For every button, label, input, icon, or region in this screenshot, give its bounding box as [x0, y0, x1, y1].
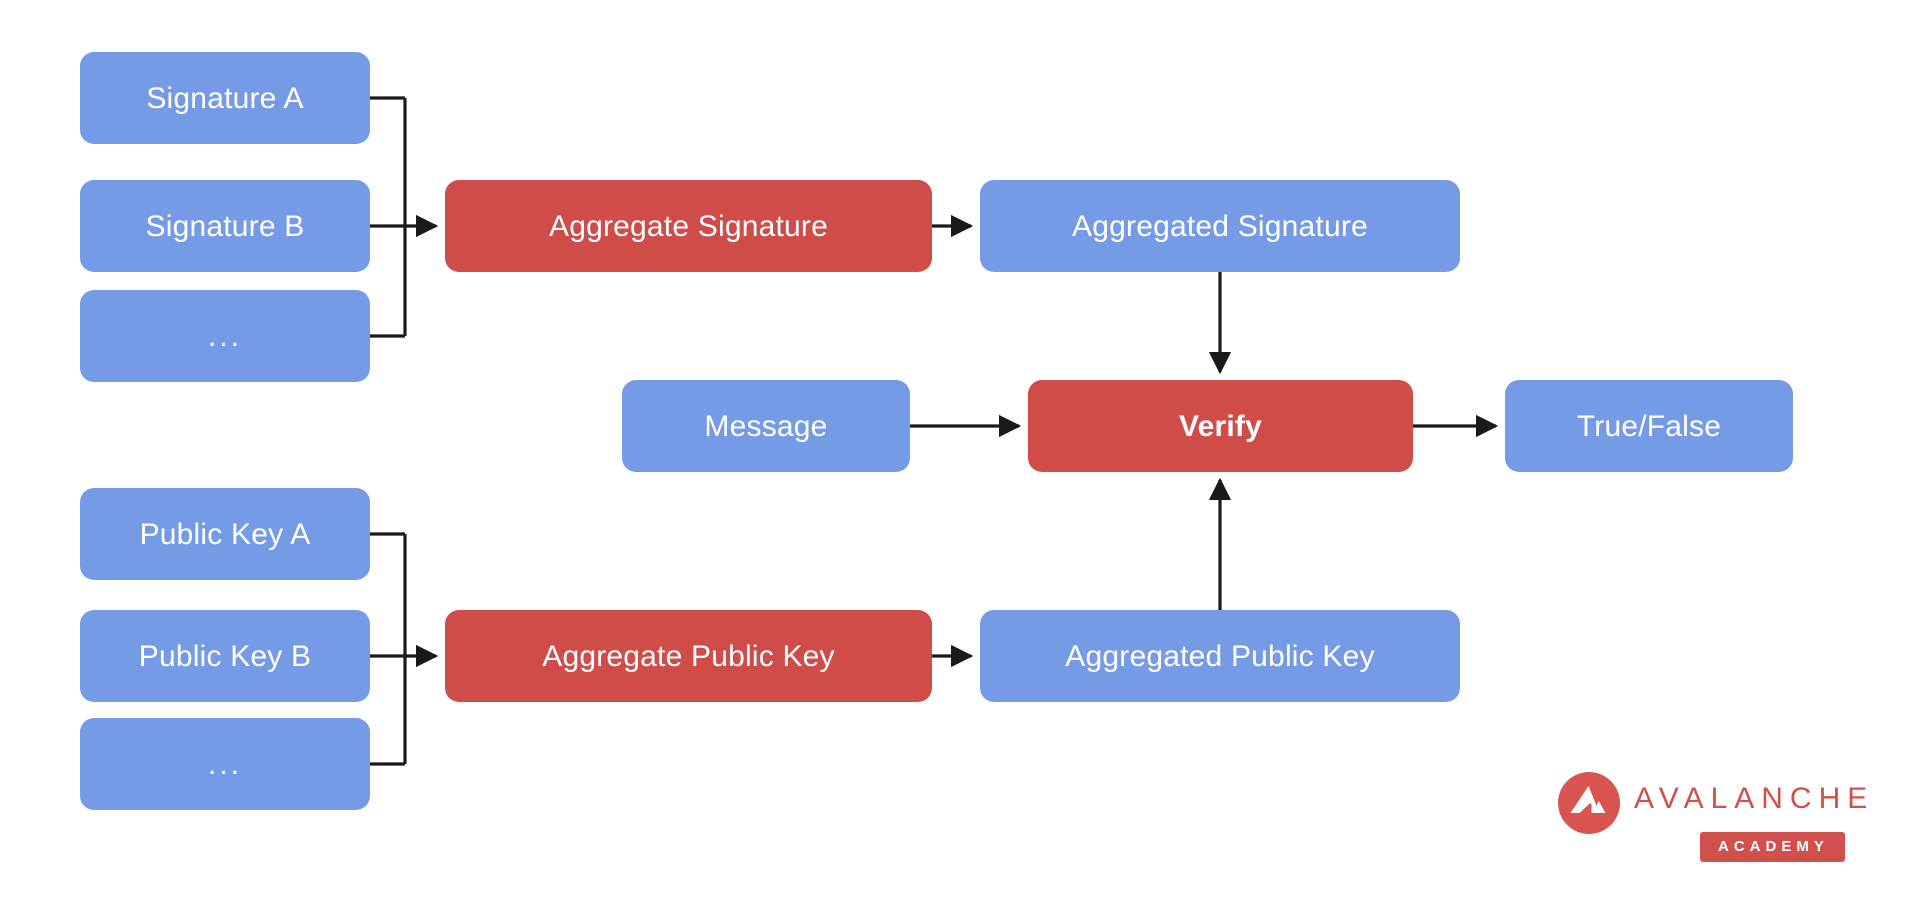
node-label: Public Key A [139, 517, 311, 551]
logo-wordmark: AVALANCHE [1634, 782, 1875, 815]
node-label: Aggregate Public Key [542, 639, 835, 673]
node-true-false[interactable]: True/False [1505, 380, 1793, 472]
node-label: Aggregated Signature [1072, 209, 1368, 243]
node-aggregate-public-key[interactable]: Aggregate Public Key [445, 610, 932, 702]
node-signature-b[interactable]: Signature B [80, 180, 370, 272]
edge-signatures-to-aggregate [370, 96, 439, 338]
node-label: Aggregate Signature [548, 209, 828, 243]
node-label: ... [207, 747, 242, 781]
node-aggregated-signature[interactable]: Aggregated Signature [980, 180, 1460, 272]
node-label: True/False [1576, 409, 1722, 443]
node-verify[interactable]: Verify [1028, 380, 1413, 472]
node-message[interactable]: Message [622, 380, 910, 472]
node-public-key-more[interactable]: ... [80, 718, 370, 810]
node-label: Message [704, 409, 828, 443]
node-signature-more[interactable]: ... [80, 290, 370, 382]
node-signature-a[interactable]: Signature A [80, 52, 370, 144]
node-label: Public Key B [138, 639, 312, 673]
node-aggregate-signature[interactable]: Aggregate Signature [445, 180, 932, 272]
node-aggregated-public-key[interactable]: Aggregated Public Key [980, 610, 1460, 702]
node-label: ... [207, 319, 242, 353]
edge-keys-to-aggregate [370, 532, 439, 766]
node-label: Signature A [146, 81, 304, 115]
node-label: Verify [1179, 409, 1262, 443]
avalanche-logo-icon [1558, 772, 1620, 834]
node-label: Aggregated Public Key [1065, 639, 1375, 673]
node-public-key-a[interactable]: Public Key A [80, 488, 370, 580]
avalanche-academy-logo: AVALANCHE ACADEMY [1558, 770, 1888, 870]
node-label: Signature B [145, 209, 305, 243]
logo-academy-badge: ACADEMY [1700, 832, 1845, 862]
node-public-key-b[interactable]: Public Key B [80, 610, 370, 702]
